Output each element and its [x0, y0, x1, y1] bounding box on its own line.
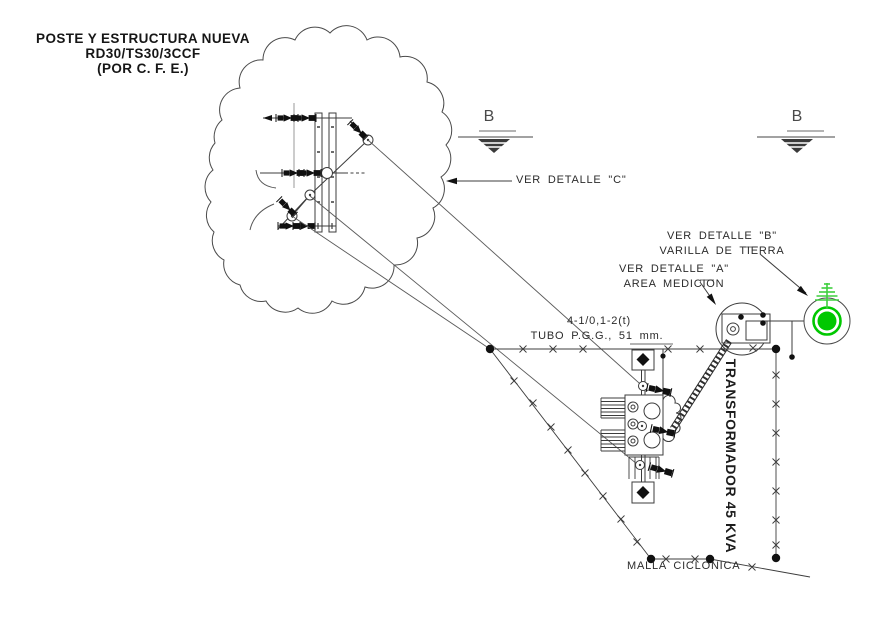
section-marker-b-left-label: B	[483, 108, 495, 125]
fence-label: MALLA CICLONICA	[627, 560, 741, 572]
transformer-plan	[600, 349, 682, 504]
drawing-title-line2: RD30/TS30/3CCF	[85, 46, 201, 61]
detail-b-label-line1: VER DETALLE "B"	[667, 230, 777, 242]
detail-a-label-line1: VER DETALLE "A"	[619, 263, 729, 275]
meter-area	[715, 302, 804, 360]
conduit-label: TUBO P.G.G., 51 mm.	[530, 330, 664, 342]
transformer-label: TRANSFORMADOR 45 KVA	[723, 358, 739, 554]
conductor-label: 4-1/0,1-2(t)	[566, 315, 632, 327]
section-marker-b-right-label: B	[791, 108, 803, 125]
section-marker-right	[757, 130, 835, 153]
detail-b-label-line2: VARILLA DE TIERRA	[659, 245, 785, 257]
drawing-title-line3: (POR C. F. E.)	[97, 61, 189, 76]
revision-cloud	[204, 25, 453, 314]
service-conduit	[670, 339, 732, 431]
pole-structure	[249, 103, 374, 233]
leader-lines	[446, 177, 808, 345]
drawing-title-line1: POSTE Y ESTRUCTURA NUEVA	[36, 31, 250, 46]
fence-lines	[485, 344, 811, 578]
ground-rod-symbol	[803, 283, 851, 345]
span-lines	[291, 139, 649, 465]
section-marker-left	[458, 130, 533, 153]
detail-c-label: VER DETALLE "C"	[516, 174, 627, 186]
detail-a-label-line2: AREA MEDICION	[623, 278, 725, 290]
fence-posts	[485, 344, 781, 564]
